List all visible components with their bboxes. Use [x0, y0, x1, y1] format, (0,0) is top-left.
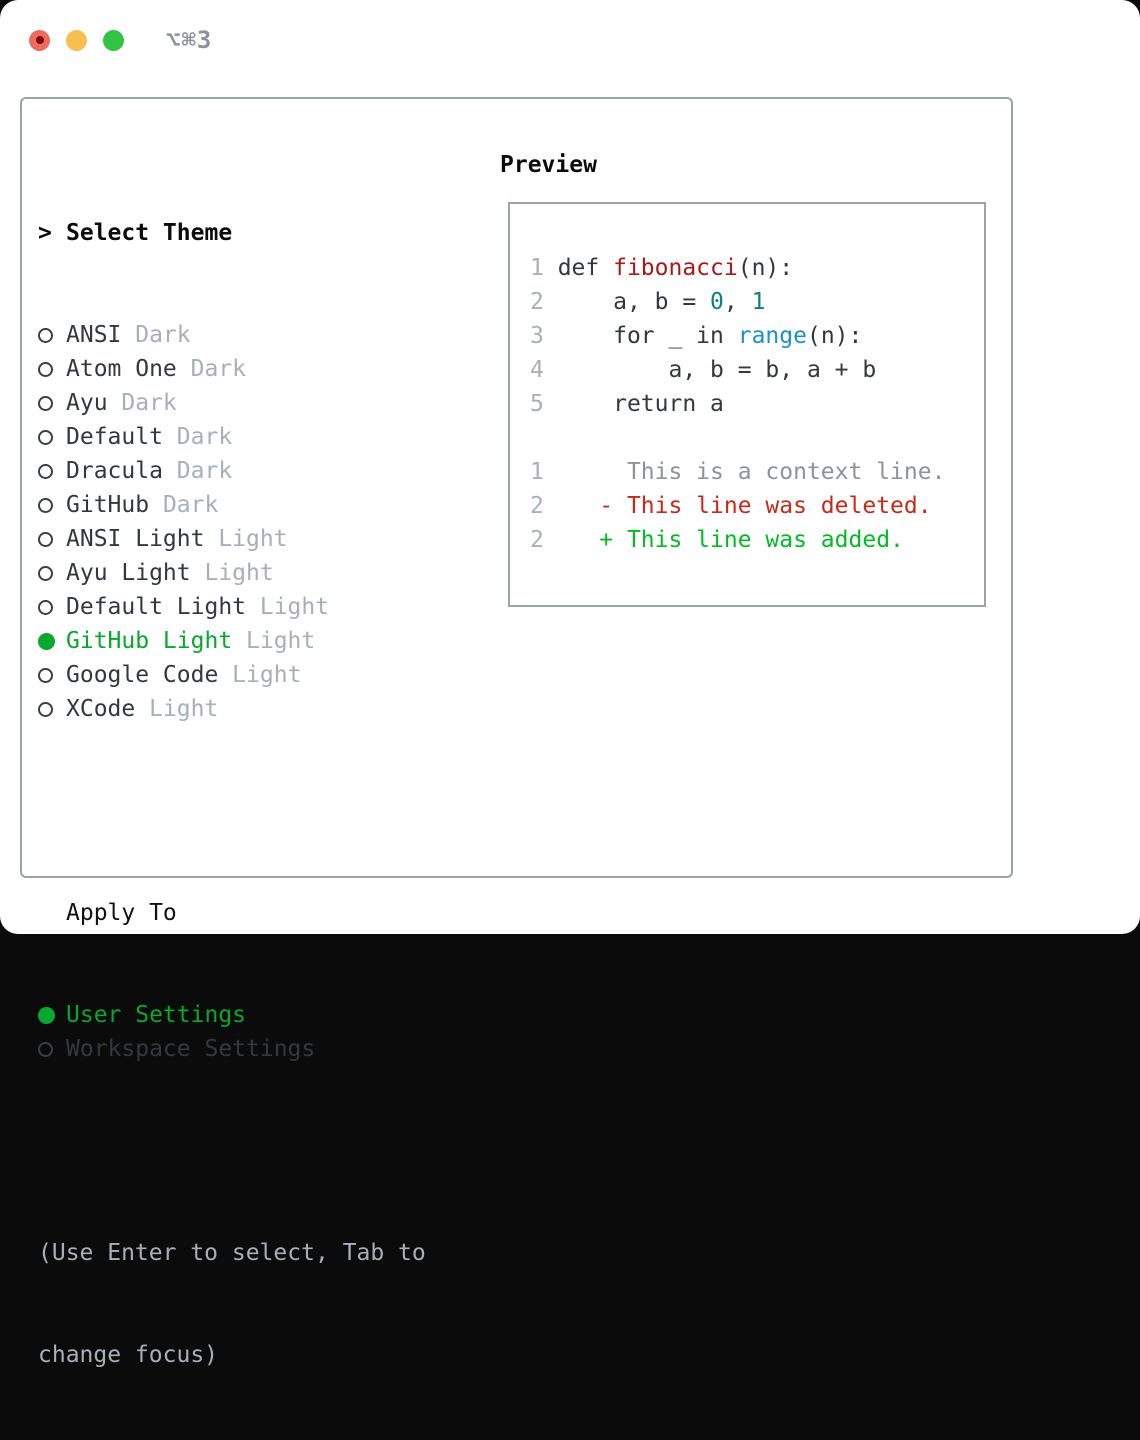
blank-line: [530, 421, 984, 455]
radio-icon: [38, 667, 66, 683]
theme-item-github[interactable]: GitHub Dark: [38, 488, 426, 522]
theme-list-title: Select Theme: [66, 220, 233, 246]
theme-item-github-light[interactable]: GitHub Light Light: [38, 624, 426, 658]
close-button-icon[interactable]: [29, 29, 50, 51]
theme-name: ANSI: [66, 322, 122, 348]
code-line-3: 3 for _ in range(n):: [530, 323, 863, 349]
theme-variant-tag: Dark: [149, 492, 219, 518]
spacer: [38, 794, 426, 828]
theme-name: Default: [66, 424, 163, 450]
apply-option-name: User Settings: [66, 1002, 247, 1028]
theme-name: Dracula: [66, 458, 163, 484]
radio-icon: [38, 1041, 66, 1057]
code-line-1: 1 def fibonacci(n):: [530, 255, 794, 281]
theme-item-ayu[interactable]: Ayu Dark: [38, 386, 426, 420]
radio-icon: [38, 531, 66, 547]
code-line-5: 5 return a: [530, 391, 724, 417]
minimize-button-icon[interactable]: [66, 29, 87, 51]
theme-name: Ayu Light: [66, 560, 191, 586]
code-preview: 1 def fibonacci(n): 2 a, b = 0, 1 3 for _ …: [510, 204, 984, 557]
theme-item-default[interactable]: Default Dark: [38, 420, 426, 454]
theme-variant-tag: Light: [232, 628, 316, 654]
code-line-4: 4 a, b = b, a + b: [530, 357, 877, 383]
theme-variant-tag: Dark: [176, 356, 247, 382]
radio-icon: [38, 463, 66, 479]
radio-selected-icon: [38, 632, 66, 650]
apply-option-user-settings[interactable]: User Settings: [38, 998, 426, 1032]
diff-line-deleted: 2 - This line was deleted.: [530, 493, 932, 519]
theme-variant-tag: Light: [204, 526, 288, 552]
theme-item-dracula[interactable]: Dracula Dark: [38, 454, 426, 488]
apply-to-title: Apply To: [66, 900, 177, 926]
theme-variant-tag: Dark: [121, 322, 191, 348]
keyboard-hint-line2: change focus): [38, 1342, 219, 1368]
theme-list-header: > Select Theme: [38, 216, 426, 250]
preview-pane: 1 def fibonacci(n): 2 a, b = 0, 1 3 for _ …: [508, 202, 986, 607]
theme-name: GitHub Light: [66, 628, 233, 654]
theme-name: XCode: [66, 696, 136, 722]
theme-item-atom-one[interactable]: Atom One Dark: [38, 352, 426, 386]
radio-icon: [38, 599, 66, 615]
titlebar: ⌥⌘3: [29, 26, 212, 54]
keyboard-hint-line1: (Use Enter to select, Tab to: [38, 1240, 426, 1266]
theme-variant-tag: Light: [218, 662, 302, 688]
radio-icon: [38, 497, 66, 513]
theme-item-ansi[interactable]: ANSI Dark: [38, 318, 426, 352]
radio-icon: [38, 429, 66, 445]
zoom-button-icon[interactable]: [103, 29, 124, 51]
apply-to-header: Apply To: [38, 896, 426, 930]
theme-name: Ayu: [66, 390, 108, 416]
theme-variant-tag: Light: [135, 696, 219, 722]
theme-variant-tag: Light: [190, 560, 274, 586]
theme-variant-tag: Dark: [107, 390, 177, 416]
radio-icon: [38, 327, 66, 343]
theme-item-xcode[interactable]: XCode Light: [38, 692, 426, 726]
radio-icon: [38, 395, 66, 411]
theme-name: ANSI Light: [66, 526, 205, 552]
theme-item-google-code[interactable]: Google Code Light: [38, 658, 426, 692]
apply-option-name: Workspace Settings: [66, 1036, 316, 1062]
window-title: ⌥⌘3: [166, 26, 213, 54]
theme-variant-tag: Dark: [162, 424, 233, 450]
theme-item-ansi-light[interactable]: ANSI Light Light: [38, 522, 426, 556]
theme-item-default-light[interactable]: Default Light Light: [38, 590, 426, 624]
theme-name: Google Code: [66, 662, 219, 688]
diff-line-context: 1 This is a context line.: [530, 459, 946, 485]
prompt-icon: >: [38, 220, 52, 246]
theme-variant-tag: Dark: [162, 458, 233, 484]
theme-name: GitHub: [66, 492, 150, 518]
code-line-2: 2 a, b = 0, 1: [530, 289, 766, 315]
spacer: [38, 1134, 426, 1168]
theme-variant-tag: Light: [246, 594, 330, 620]
theme-name: Atom One: [66, 356, 177, 382]
radio-icon: [38, 565, 66, 581]
radio-icon: [38, 361, 66, 377]
apply-option-workspace-settings[interactable]: Workspace Settings: [38, 1032, 426, 1066]
theme-item-ayu-light[interactable]: Ayu Light Light: [38, 556, 426, 590]
preview-title: Preview: [500, 152, 597, 178]
radio-selected-icon: [38, 1006, 66, 1024]
radio-icon: [38, 701, 66, 717]
theme-name: Default Light: [66, 594, 247, 620]
diff-line-added: 2 + This line was added.: [530, 527, 904, 553]
